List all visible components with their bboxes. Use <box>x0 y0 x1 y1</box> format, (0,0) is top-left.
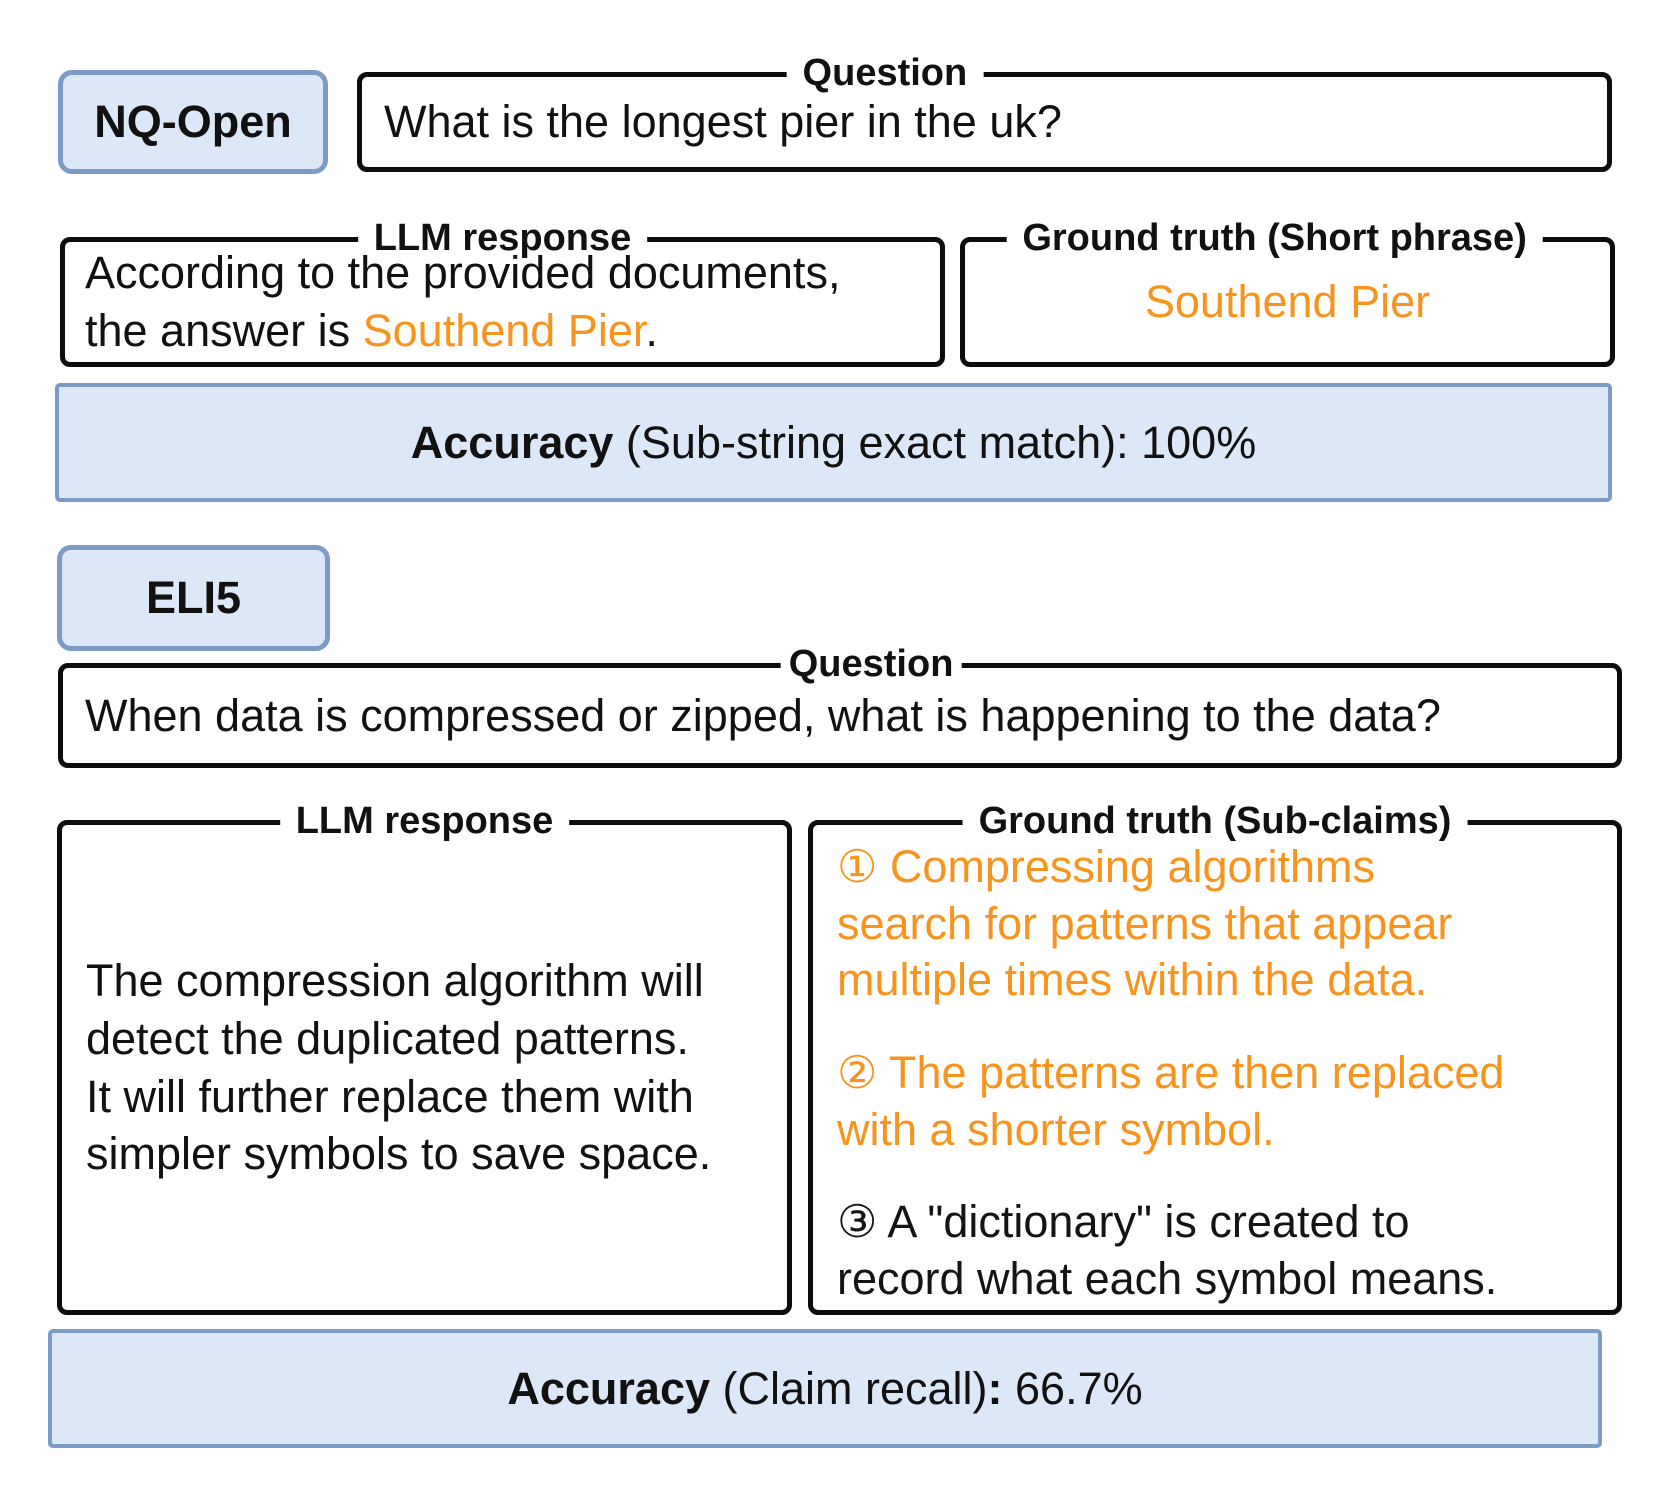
claim-item-3: ③ A "dictionary" is created to record wh… <box>837 1196 1498 1305</box>
nq-llm-response-text: According to the provided documents, the… <box>65 242 940 362</box>
eli5-accuracy-colon: : <box>987 1362 1003 1414</box>
nq-llm-answer-prefix: the answer is <box>85 305 363 356</box>
nq-question-label: Question <box>786 51 984 95</box>
nq-ground-truth-text: Southend Pier <box>1144 276 1431 327</box>
nq-ground-truth-box: Ground truth (Short phrase) Southend Pie… <box>960 216 1615 367</box>
nq-llm-answer-highlight: Southend Pier <box>362 305 646 356</box>
nq-question-box: Question What is the longest pier in the… <box>357 51 1612 172</box>
nq-accuracy-bar: Accuracy (Sub-string exact match): 100% <box>55 383 1612 502</box>
dataset-badge-eli5: ELI5 <box>57 545 330 651</box>
claim-item-2: ② The patterns are then replaced with a … <box>837 1047 1505 1155</box>
nq-accuracy-method: (Sub-string exact match): <box>613 416 1142 468</box>
eli5-llm-response-label: LLM response <box>279 799 570 843</box>
eli5-accuracy-metric: Accuracy <box>507 1362 710 1414</box>
eli5-llm-response-box: LLM response The compression algorithm w… <box>57 799 792 1315</box>
nq-accuracy-metric: Accuracy <box>410 416 614 468</box>
eli5-llm-response-text: The compression algorithm will detect th… <box>86 955 712 1180</box>
eli5-ground-truth-label: Ground truth (Sub-claims) <box>962 799 1468 843</box>
nq-llm-response-line2: the answer is Southend Pier. <box>85 302 940 360</box>
nq-llm-response-box: LLM response According to the provided d… <box>60 216 945 367</box>
eli5-question-box: Question When data is compressed or zipp… <box>58 642 1622 768</box>
eli5-ground-truth-box: Ground truth (Sub-claims) ① Compressing … <box>808 799 1622 1315</box>
eli5-accuracy-bar: Accuracy (Claim recall): 66.7% <box>48 1329 1602 1448</box>
nq-llm-response-line1: According to the provided documents, <box>85 247 841 299</box>
dataset-badge-label: ELI5 <box>145 572 242 623</box>
claim-item-1: ① Compressing algorithms search for patt… <box>837 841 1453 1006</box>
eli5-claims-list: ① Compressing algorithms search for patt… <box>813 825 1617 1310</box>
eli5-accuracy-method: (Claim recall) <box>710 1362 988 1414</box>
eli5-question-label: Question <box>780 642 962 686</box>
dataset-badge-nq-open: NQ-Open <box>58 70 328 174</box>
nq-ground-truth-label: Ground truth (Short phrase) <box>1006 216 1543 260</box>
eli5-question-text: When data is compressed or zipped, what … <box>85 689 1441 741</box>
nq-question-text: What is the longest pier in the uk? <box>384 96 1062 147</box>
dataset-badge-label: NQ-Open <box>94 96 292 147</box>
nq-llm-response-label: LLM response <box>357 216 648 260</box>
nq-llm-answer-suffix: . <box>645 305 658 356</box>
nq-accuracy-value: 100% <box>1141 416 1257 468</box>
eli5-accuracy-value: 66.7% <box>1002 1362 1143 1414</box>
